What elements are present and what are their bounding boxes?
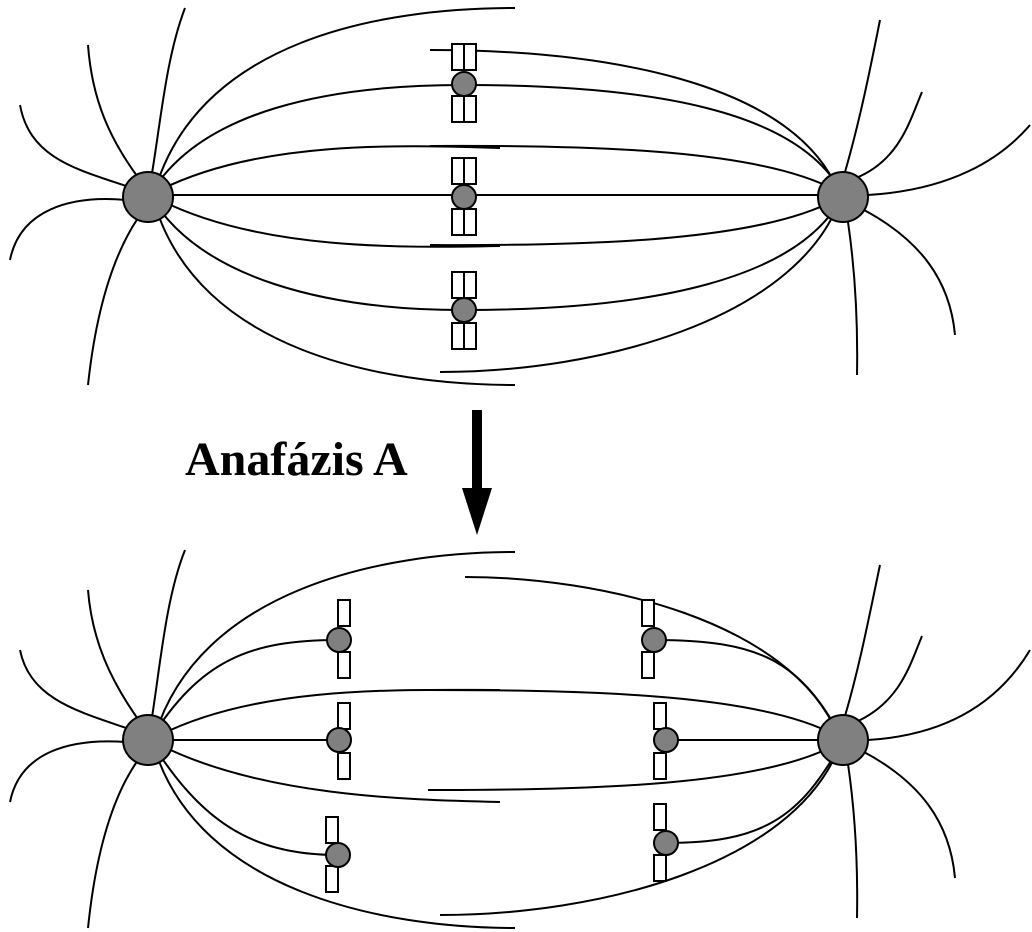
right-pole-top (817, 171, 869, 223)
chromatid-left-2 (326, 702, 352, 780)
chromatid-right-1 (641, 599, 667, 679)
spindle-fibres-top (148, 7, 844, 386)
chromatid-right-3 (653, 803, 679, 882)
chromatid-left-3 (325, 816, 351, 893)
stage-label: Anafázis A (185, 433, 408, 486)
chromosome-top-3 (451, 271, 477, 350)
metaphase-spindle (9, 7, 1031, 386)
left-astral-rays-top (9, 7, 186, 386)
chromatid-left-1 (326, 599, 352, 679)
left-pole-bottom (122, 714, 174, 766)
left-pole-top (122, 171, 174, 223)
right-astral-rays-top (844, 19, 1031, 376)
left-astral-rays-bottom (9, 549, 186, 929)
transition-arrow (462, 410, 492, 535)
chromosome-top-1 (451, 43, 477, 123)
spindle-fibres-bottom (149, 551, 844, 929)
right-pole-bottom (817, 714, 869, 766)
chromatid-right-2 (653, 702, 679, 780)
anaphase-spindle (9, 549, 1031, 929)
right-astral-rays-bottom (844, 564, 1031, 919)
chromosome-top-2 (451, 157, 477, 236)
